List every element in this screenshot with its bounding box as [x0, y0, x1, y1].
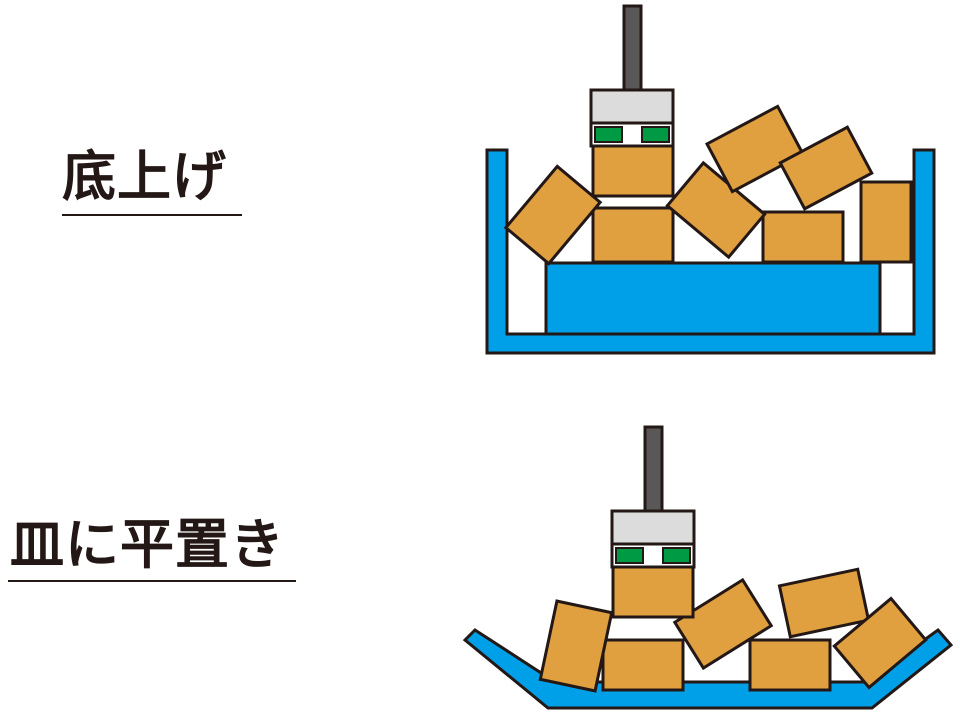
robot-rod [622, 4, 643, 92]
label-flat-on-plate-underline [8, 580, 296, 582]
box [601, 638, 685, 692]
raised-platform [544, 261, 882, 336]
scene-flat-plate [462, 425, 954, 710]
box [538, 599, 614, 693]
gripper-pad [594, 126, 623, 143]
scene-raised-bottom [485, 4, 936, 355]
gripper-pad [641, 126, 670, 143]
box [778, 125, 874, 211]
picked-box [591, 144, 675, 198]
box [761, 210, 845, 264]
label-raised-bottom: 底上げ [62, 145, 227, 208]
robot-rod [643, 425, 664, 513]
box [748, 638, 832, 692]
gripper-pad [615, 547, 644, 564]
box [503, 164, 603, 266]
robot-head [610, 509, 696, 546]
box [859, 180, 913, 264]
robot-head [589, 88, 675, 125]
box [777, 567, 871, 639]
picked-box [611, 565, 695, 619]
label-flat-on-plate: 皿に平置き [10, 513, 285, 576]
box [832, 596, 928, 690]
gripper-pad [662, 547, 691, 564]
box [672, 577, 774, 671]
label-raised-bottom-underline [62, 214, 242, 216]
deep-tray [485, 148, 936, 355]
box [591, 206, 675, 264]
box [704, 104, 806, 194]
